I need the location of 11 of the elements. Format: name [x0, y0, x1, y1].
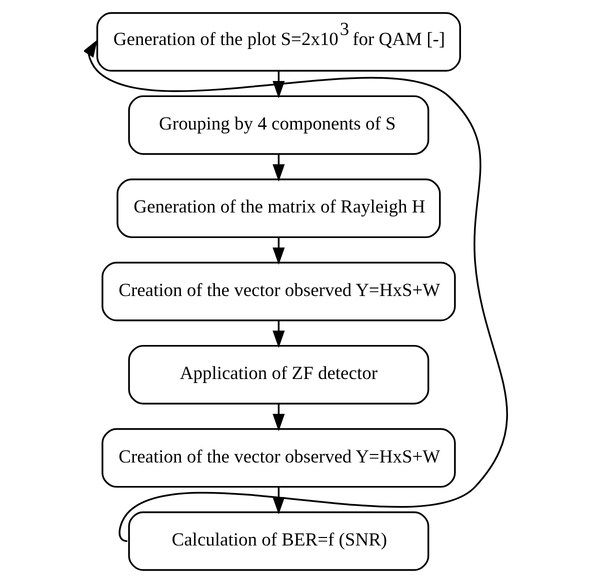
arrow	[272, 237, 284, 265]
node-box: Creation of the vector observed Y=HxS+W	[101, 262, 456, 322]
arrow	[272, 320, 284, 348]
node-box: Generation of the matrix of Rayleigh H	[116, 178, 440, 238]
node-box: Grouping by 4 components of S	[128, 95, 429, 155]
arrow	[272, 154, 284, 182]
arrow	[272, 404, 284, 432]
arrow	[84, 40, 508, 542]
node-box: Application of ZF detector	[128, 344, 429, 404]
node-box: Calculation of BER=f (SNR)	[128, 511, 429, 571]
node-box: Creation of the vector observed Y=HxS+W	[101, 428, 456, 488]
